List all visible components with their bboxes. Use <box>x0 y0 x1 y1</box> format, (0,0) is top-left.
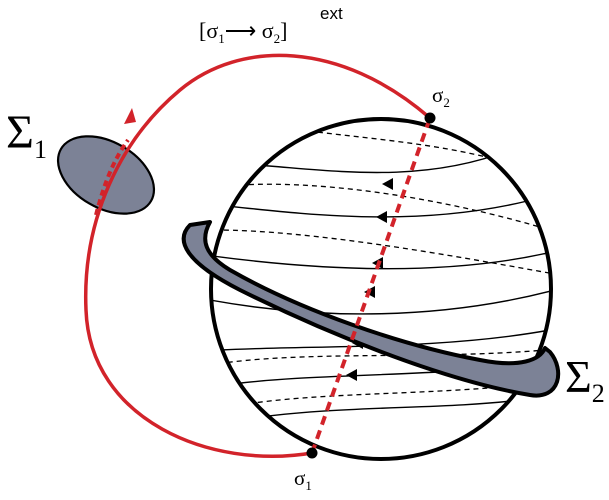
external-path-through-disk <box>94 138 130 216</box>
field-line-back <box>211 349 546 366</box>
sigma2-band <box>181 220 561 398</box>
sigma2-label: σ2 <box>432 83 450 110</box>
sigma1-point <box>306 447 318 459</box>
field-line <box>217 194 551 218</box>
field-arrow <box>376 211 387 223</box>
field-line-back <box>239 384 521 406</box>
field-line-back <box>299 129 531 171</box>
field-line-back <box>214 229 551 276</box>
field-lines <box>211 129 551 421</box>
field-line-back <box>239 183 551 231</box>
sigma1-label: σ1 <box>294 466 312 493</box>
field-line <box>211 289 551 315</box>
external-path-arrow <box>124 108 136 124</box>
big-sigma1-label: Σ1 <box>6 106 47 164</box>
external-path <box>83 53 432 458</box>
field-line <box>239 399 521 421</box>
sigma2-point <box>424 112 436 124</box>
field-line <box>211 249 551 270</box>
big-sigma2-label: Σ2 <box>565 351 605 408</box>
sigma1-disk <box>56 135 156 215</box>
field-line <box>254 149 511 174</box>
ext-superscript: ext <box>320 4 343 23</box>
field-arrow <box>346 369 357 381</box>
field-arrow <box>382 178 393 190</box>
ext-bracket-label: [σ1⟶ σ2] <box>199 18 287 46</box>
